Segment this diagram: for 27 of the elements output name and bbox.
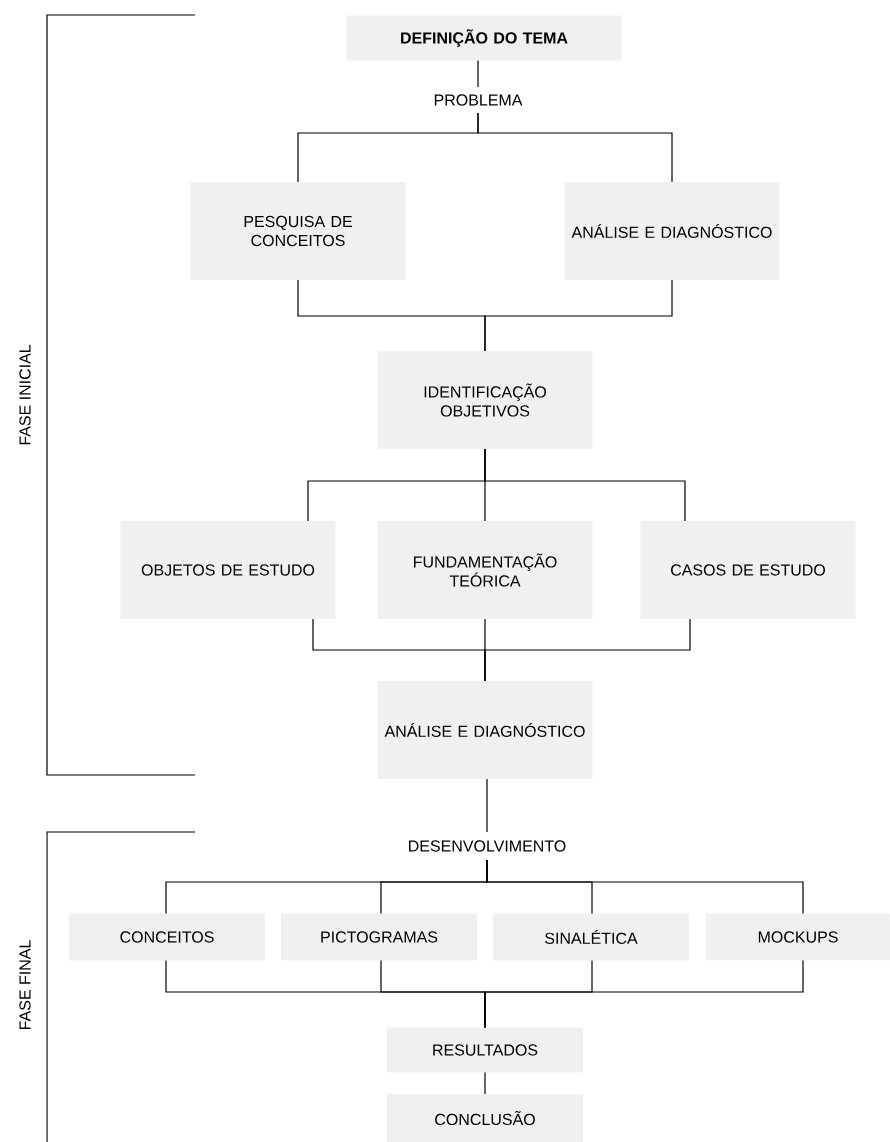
- process-box: SINALÉTICA: [493, 913, 689, 961]
- process-box: PICTOGRAMAS: [281, 913, 477, 961]
- step-label: PROBLEMA: [431, 92, 525, 108]
- process-box: ANÁLISE E DIAGNÓSTICO: [564, 182, 780, 280]
- connector-line: [477, 59, 479, 88]
- heading-box: DEFINIÇÃO DO TEMA: [346, 15, 622, 61]
- process-box: IDENTIFICAÇÃO OBJETIVOS: [377, 351, 593, 449]
- phase-label: FASE FINAL: [19, 940, 31, 1029]
- connector-line: [477, 112, 673, 183]
- connector-line: [484, 959, 804, 1029]
- connector-line: [484, 279, 673, 352]
- connector-line: [484, 1071, 486, 1095]
- process-box: OBJETOS DE ESTUDO: [120, 521, 336, 619]
- connector-line: [486, 778, 488, 833]
- process-box: CONCEITOS: [69, 913, 265, 961]
- process-box: CONCLUSÃO: [387, 1094, 583, 1142]
- phase-label: FASE INICIAL: [19, 344, 31, 445]
- process-box: PESQUISA DE CONCEITOS: [190, 182, 406, 280]
- connector-line: [486, 859, 804, 915]
- process-box: FUNDAMENTAÇÃO TEÓRICA: [377, 521, 593, 619]
- process-box: ANÁLISE E DIAGNÓSTICO: [377, 681, 593, 779]
- step-label: DESENVOLVIMENTO: [405, 838, 569, 854]
- process-box: MOCKUPS: [706, 913, 890, 961]
- connector-line: [484, 618, 691, 682]
- process-box: CASOS DE ESTUDO: [640, 521, 856, 619]
- process-box: RESULTADOS: [387, 1027, 583, 1073]
- connector-line: [484, 448, 686, 522]
